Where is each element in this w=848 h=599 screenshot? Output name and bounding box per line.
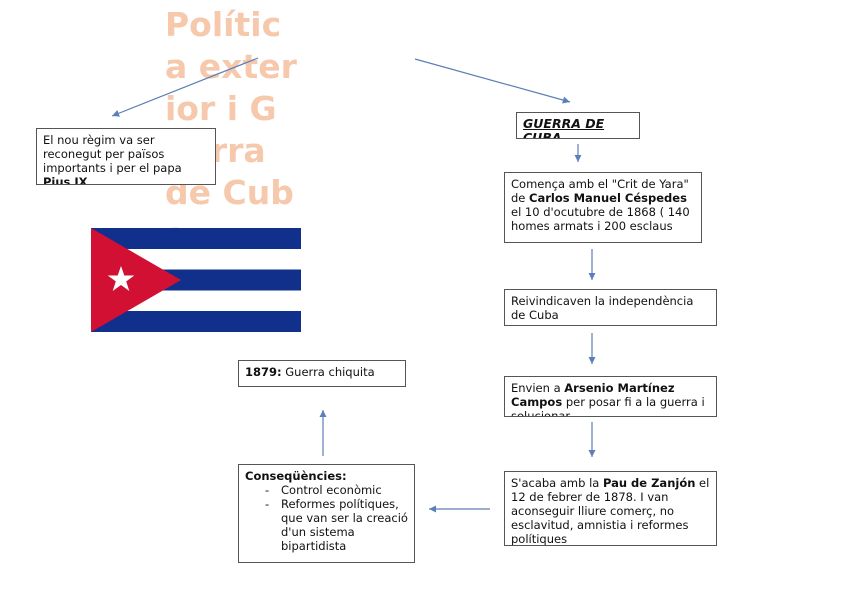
crit-text-2: el 10 d'ocutubre de 1868 ( 140 homes arm… [511,205,690,233]
recognition-box: El nou règim va ser reconegut per països… [36,128,216,185]
arrow-title-to-war [414,58,571,104]
crit-yara-box: Comença amb el "Crit de Yara" de Carlos … [504,172,702,243]
arrow-title-to-recognition [111,57,259,117]
campos-bold: Arsenio Martínez Campos [511,381,675,409]
campos-text-2: per posar fi a la guerra i solucionar [511,395,705,417]
war-title-text: GUERRA DE CUBA [523,116,605,139]
zanjon-box: S'acaba amb la Pau de Zanjón el 12 de fe… [504,471,717,546]
list-item: Control econòmic [261,483,408,497]
independence-text: Reivindicaven la independència de Cuba [511,294,694,322]
consequences-list: Control econòmic Reformes polítiques, qu… [245,483,408,553]
chiquita-text: Guerra chiquita [281,365,375,379]
guerra-chiquita-box: 1879: Guerra chiquita [238,360,406,387]
campos-box: Envien a Arsenio Martínez Campos per pos… [504,376,717,417]
campos-text-1: Envien a [511,381,565,395]
crit-text-1: Comença amb el "Crit de Yara" de [511,177,689,205]
consequences-box: Conseqüències: Control econòmic Reformes… [238,464,415,563]
list-item: Reformes polítiques, que van ser la crea… [261,497,408,553]
recognition-bold: Pius IX [43,175,88,185]
consequences-heading: Conseqüències: [245,469,347,483]
crit-bold: Carlos Manuel Céspedes [529,191,687,205]
star-icon [107,266,135,291]
war-title-box: GUERRA DE CUBA [516,112,640,139]
cuba-flag-image [91,228,301,332]
chiquita-year: 1879: [245,365,282,379]
recognition-text: El nou règim va ser reconegut per països… [43,133,182,175]
zanjon-bold: Pau de Zanjón [602,476,696,490]
independence-box: Reivindicaven la independència de Cuba [504,289,717,326]
zanjon-text-1: S'acaba amb la [511,476,603,490]
zanjon-text-2: el 12 de febrer de 1878. I van aconsegui… [511,476,710,546]
